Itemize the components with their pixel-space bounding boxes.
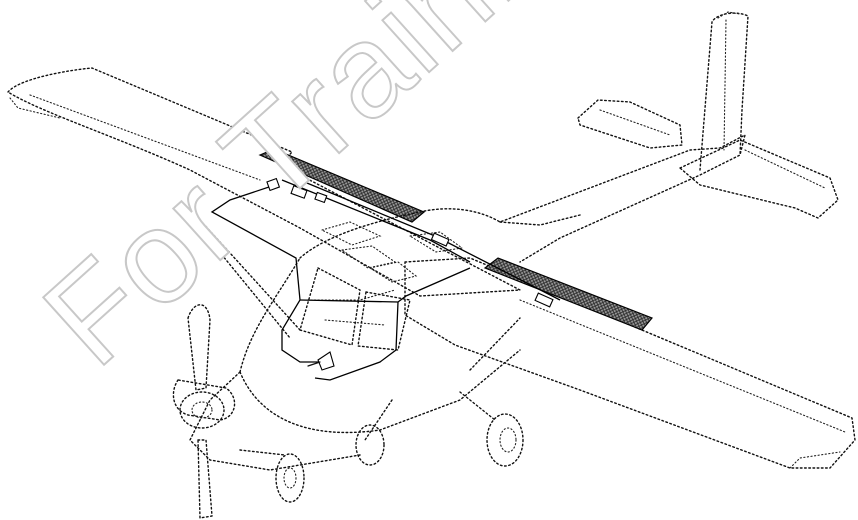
flap-control-system (210, 175, 561, 381)
main-gear-right (459, 391, 524, 467)
main-gear-left (355, 399, 393, 466)
left-wing (7, 67, 521, 297)
vertical-stabilizer (699, 11, 749, 171)
right-flap (483, 257, 653, 331)
propeller (172, 304, 236, 519)
watermark: For Training (15, 0, 657, 394)
cabin-windows (299, 221, 464, 351)
left-flap (258, 148, 426, 223)
horizontal-stabilizer-left (577, 99, 683, 149)
watermark-text: For Training (16, 0, 656, 393)
right-wing (404, 257, 856, 469)
nose-gear (239, 449, 305, 503)
horizontal-stabilizer-right (679, 139, 839, 219)
wing-struts (194, 219, 521, 371)
